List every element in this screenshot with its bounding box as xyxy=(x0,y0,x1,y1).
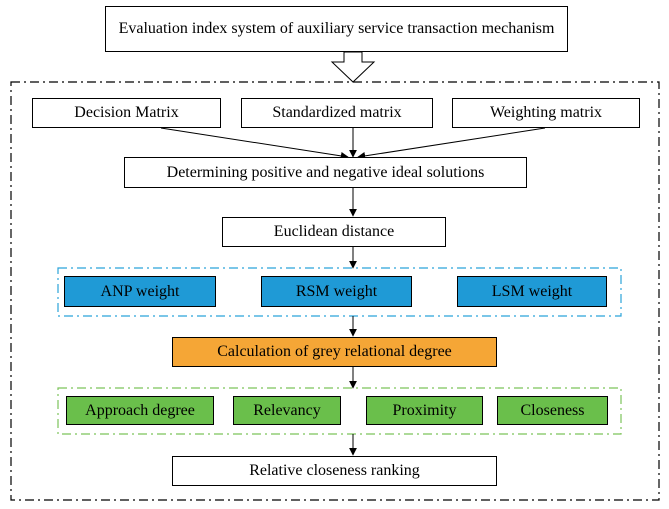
arrow-decision-matrix xyxy=(160,127,349,160)
euclidean-distance-label: Euclidean distance xyxy=(273,223,395,240)
relative-closeness-ranking-label: Relative closeness ranking xyxy=(249,462,420,479)
ideal-solutions-box: Determining positive and negative ideal … xyxy=(124,157,527,188)
grey-relational-degree-label: Calculation of grey relational degree xyxy=(217,343,452,360)
lsm-weight-box: LSM weight xyxy=(457,276,607,307)
rsm-weight-label: RSM weight xyxy=(295,282,378,300)
anp-weight-box: ANP weight xyxy=(64,276,216,307)
decision-matrix-label: Decision Matrix xyxy=(74,104,179,121)
relative-closeness-ranking-box: Relative closeness ranking xyxy=(172,456,497,486)
proximity-box: Proximity xyxy=(366,396,483,425)
relevancy-box: Relevancy xyxy=(233,396,341,425)
ideal-solutions-label: Determining positive and negative ideal … xyxy=(166,163,485,181)
arrow-weighting-matrix xyxy=(357,127,546,160)
closeness-label: Closeness xyxy=(520,401,585,419)
evaluation-index-system-label: Evaluation index system of auxiliary ser… xyxy=(118,20,555,37)
lsm-weight-label: LSM weight xyxy=(491,282,573,300)
weight-group-frame xyxy=(57,267,622,317)
weighting-matrix-label: Weighting matrix xyxy=(489,104,603,121)
euclidean-distance-box: Euclidean distance xyxy=(222,217,446,247)
rsm-weight-box: RSM weight xyxy=(261,276,412,307)
weighting-matrix-box: Weighting matrix xyxy=(452,98,640,128)
standardized-matrix-box: Standardized matrix xyxy=(241,98,433,128)
approach-degree-box: Approach degree xyxy=(66,396,214,425)
anp-weight-label: ANP weight xyxy=(100,282,180,300)
closeness-box: Closeness xyxy=(497,396,608,425)
grey-relational-degree-box: Calculation of grey relational degree xyxy=(172,337,497,367)
proximity-label: Proximity xyxy=(392,401,457,419)
outer-frame xyxy=(10,81,660,501)
standardized-matrix-label: Standardized matrix xyxy=(272,104,402,121)
relevancy-label: Relevancy xyxy=(253,401,321,419)
evaluation-index-system-box: Evaluation index system of auxiliary ser… xyxy=(105,6,568,52)
hollow-down-arrow xyxy=(330,51,376,83)
decision-matrix-box: Decision Matrix xyxy=(32,98,221,128)
approach-degree-label: Approach degree xyxy=(85,401,195,419)
